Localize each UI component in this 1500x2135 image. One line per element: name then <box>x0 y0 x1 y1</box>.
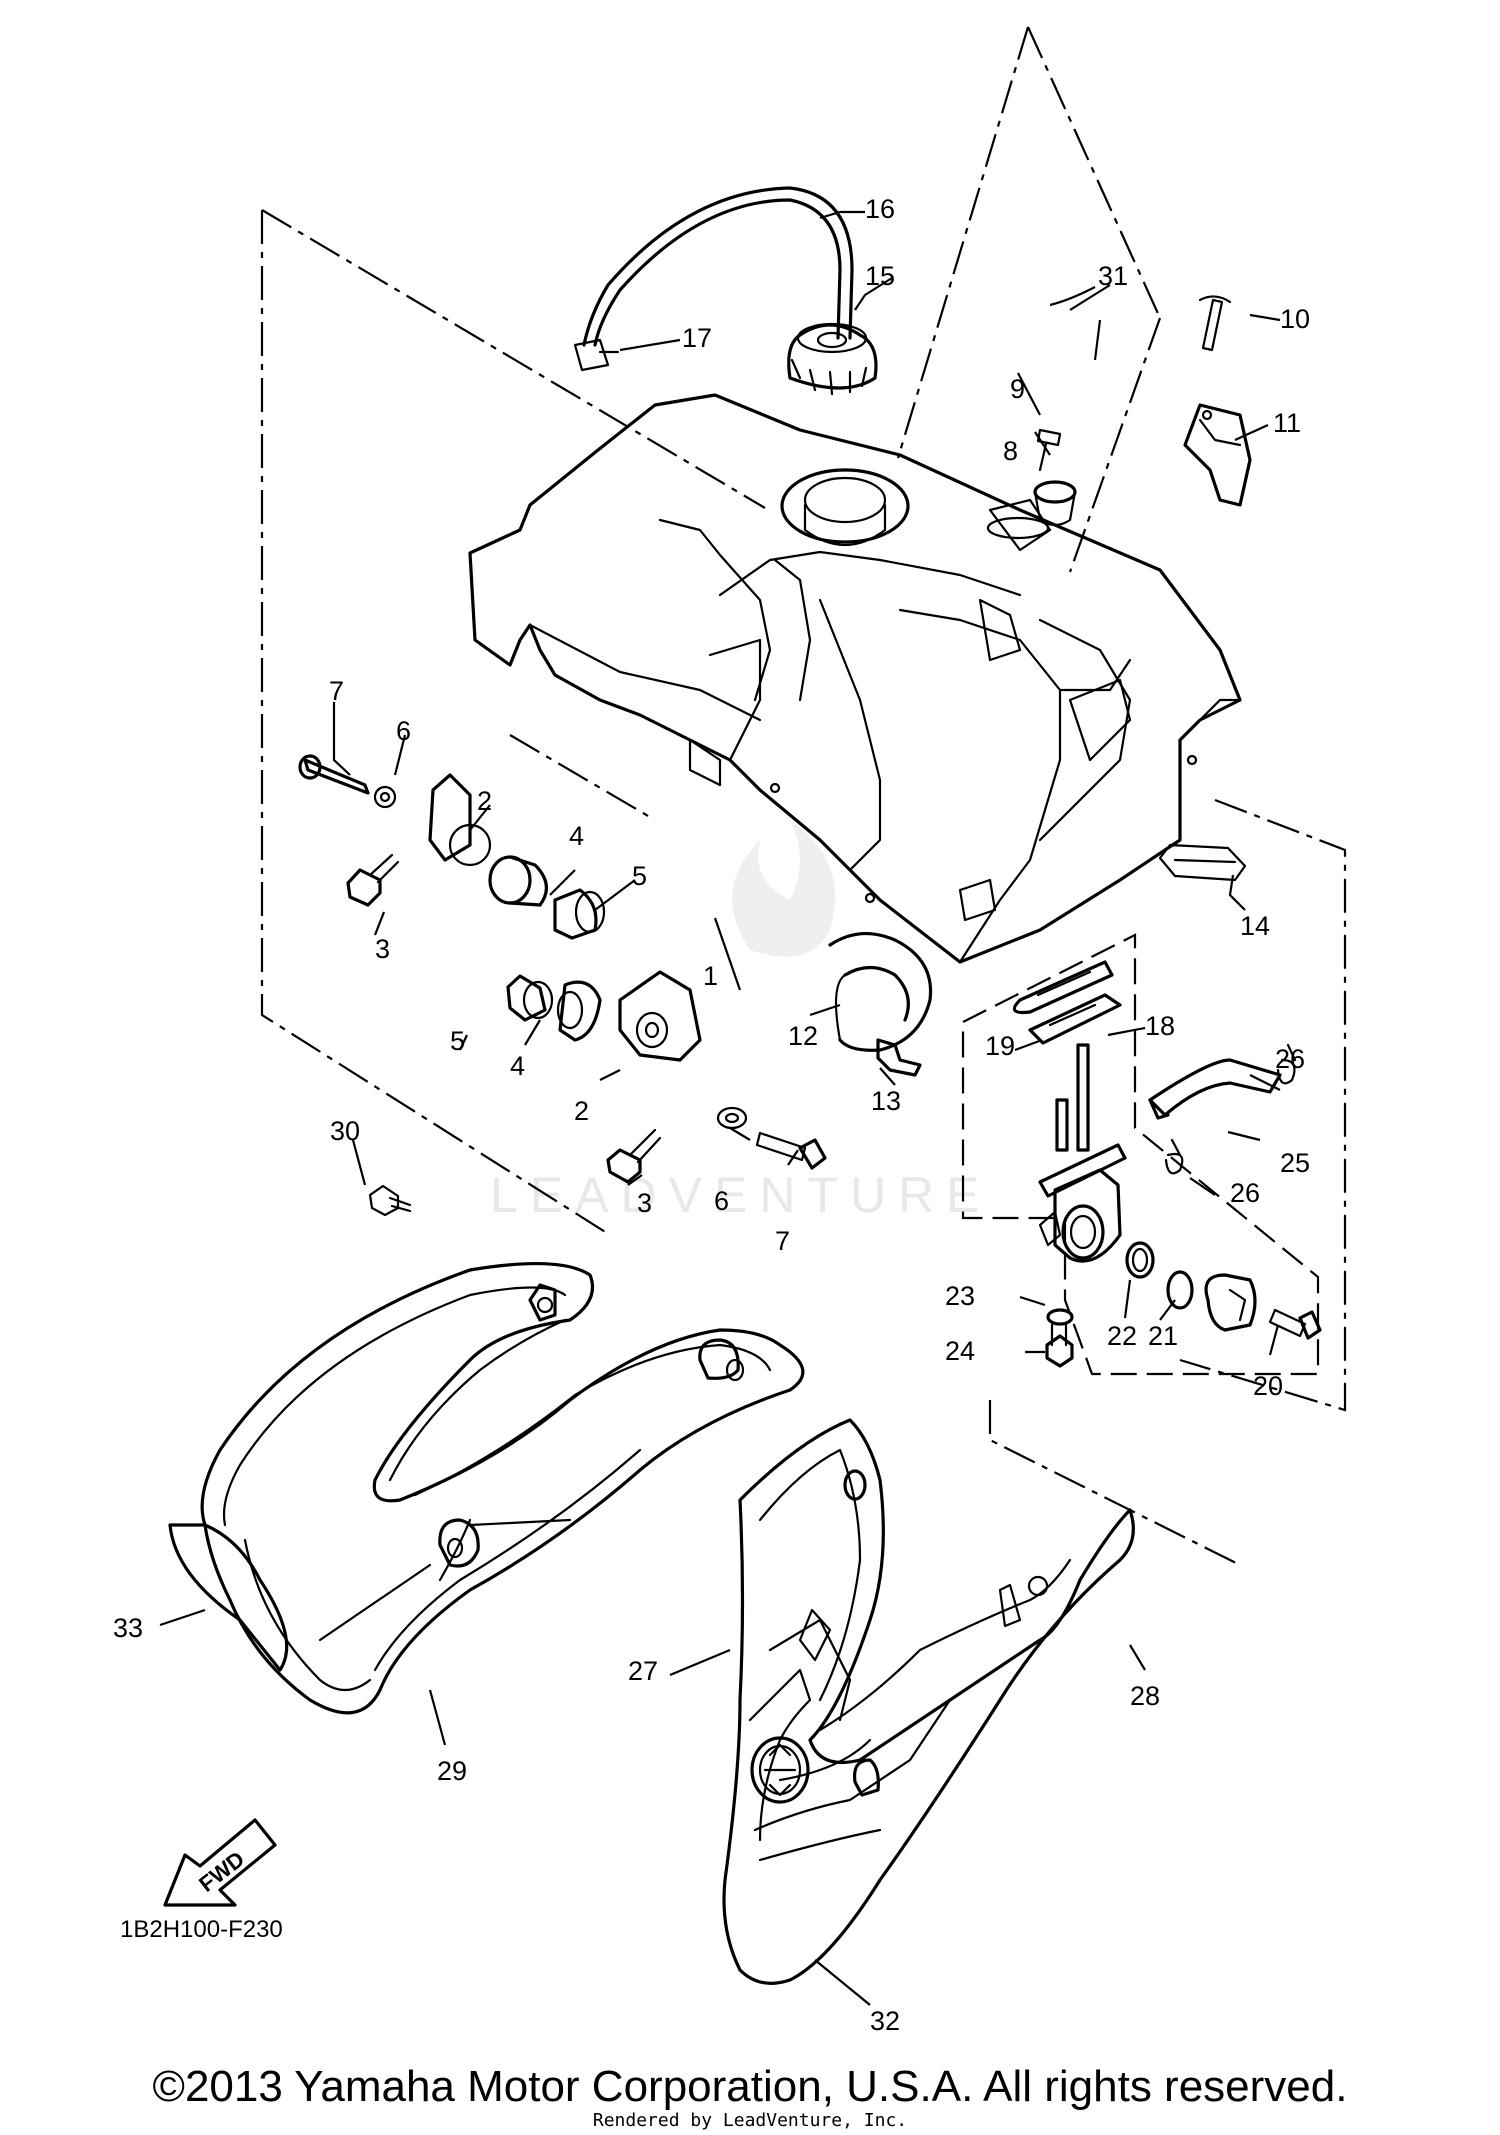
callout: 8 <box>1003 436 1018 466</box>
callout: 29 <box>437 1756 467 1786</box>
callout: 22 <box>1107 1321 1137 1351</box>
callout: 19 <box>985 1031 1015 1061</box>
callout: 2 <box>574 1096 589 1126</box>
assembly-frames <box>260 26 1347 1566</box>
callout: 9 <box>1010 374 1025 404</box>
callout: 6 <box>396 716 411 746</box>
clamp-band <box>828 931 933 1077</box>
leader-lines <box>159 210 1281 2006</box>
gasket-19 <box>1028 993 1122 1045</box>
left-mount-hardware <box>298 754 606 940</box>
right-side-cover <box>722 1418 1135 1985</box>
callout: 11 <box>1273 408 1301 438</box>
callout: 33 <box>113 1613 143 1643</box>
callout: 25 <box>1280 1148 1310 1178</box>
fwd-arrow: FWD <box>163 1818 277 1907</box>
callout: 18 <box>1145 1011 1175 1041</box>
callout: 14 <box>1240 911 1270 941</box>
callout: 16 <box>865 194 895 224</box>
callout: 5 <box>450 1026 465 1056</box>
rendered-by-text: Rendered by LeadVenture, Inc. <box>592 2110 908 2131</box>
callout: 3 <box>637 1188 652 1218</box>
fuel-cock <box>1012 960 1322 1368</box>
callout: 13 <box>871 1086 901 1116</box>
right-mount-hardware <box>506 970 827 1184</box>
fuel-cock-box <box>961 933 1320 1376</box>
fuel-hose <box>1148 1043 1297 1175</box>
left-side-cover <box>168 1184 805 1715</box>
callout: 6 <box>714 1186 729 1216</box>
top-right-parts <box>1033 295 1252 527</box>
callout: 20 <box>1253 1371 1283 1401</box>
callout: 30 <box>330 1116 360 1146</box>
callout: 3 <box>375 934 390 964</box>
pad-14 <box>1158 843 1247 882</box>
watermark: LEADVENTURE <box>490 820 992 1223</box>
callout: 24 <box>945 1336 975 1366</box>
callout: 17 <box>682 323 712 353</box>
watermark-text: LEADVENTURE <box>490 1167 992 1223</box>
callout: 26 <box>1275 1044 1305 1074</box>
callout: 10 <box>1280 304 1310 334</box>
fuel-tank <box>468 393 1242 964</box>
callout: 2 <box>477 786 492 816</box>
callout: 4 <box>569 821 584 851</box>
callout: 7 <box>329 676 344 706</box>
diagram-code: 1B2H100-F230 <box>120 1916 283 1943</box>
callout: 12 <box>788 1021 818 1051</box>
callout: 26 <box>1230 1178 1260 1208</box>
callout: 15 <box>865 261 895 291</box>
callout: 7 <box>775 1226 790 1256</box>
callouts: 1 2 2 3 3 4 4 5 5 6 6 7 7 8 9 10 11 12 1… <box>113 194 1310 2036</box>
callout: 5 <box>632 861 647 891</box>
callout: 31 <box>1098 261 1128 291</box>
tank-cap-assembly <box>573 186 878 396</box>
callout: 21 <box>1148 1321 1178 1351</box>
callout: 23 <box>945 1281 975 1311</box>
callout: 4 <box>510 1051 525 1081</box>
callout: 1 <box>703 961 718 991</box>
callout: 32 <box>870 2006 900 2036</box>
callout: 28 <box>1130 1681 1160 1711</box>
callout: 27 <box>628 1656 658 1686</box>
copyright-text: ©2013 Yamaha Motor Corporation, U.S.A. A… <box>152 2062 1348 2111</box>
